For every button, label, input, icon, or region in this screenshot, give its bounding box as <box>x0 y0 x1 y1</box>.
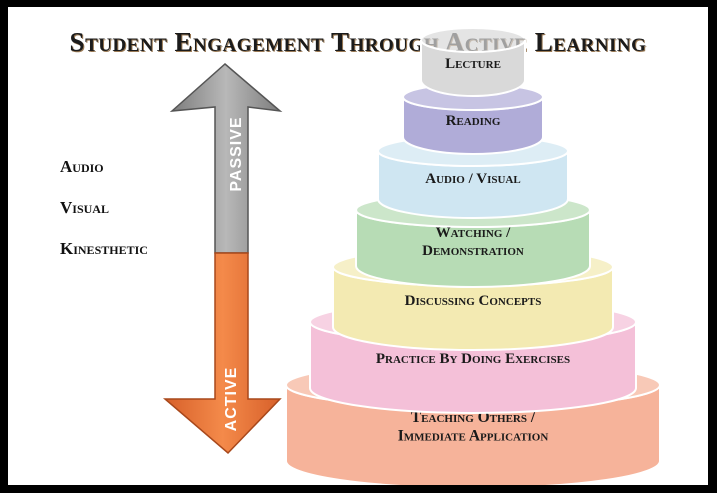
pyramid-layer-label: Watching / <box>436 225 511 241</box>
pyramid-layer-label: Audio / Visual <box>425 171 520 187</box>
pyramid-layer-rim <box>420 27 526 53</box>
pyramid-layer-label: Discussing Concepts <box>405 293 542 309</box>
page-title: Student Engagement Through Active Learni… <box>69 27 647 57</box>
pyramid-layer-label: Demonstration <box>422 243 524 259</box>
passive-label: PASSIVE <box>228 116 245 191</box>
active-arrow-head <box>162 252 282 455</box>
style-label-visual: Visual <box>60 198 109 217</box>
pyramid-layer-1: Lecture <box>420 27 526 97</box>
passive-active-arrow: PASSIVE ACTIVE <box>162 63 283 455</box>
pyramid-layer-label: Immediate Application <box>398 427 549 444</box>
pyramid-layer-label: Practice By Doing Exercises <box>376 351 570 367</box>
diagram-frame: Student Engagement Through Active Learni… <box>8 7 708 485</box>
pyramid-layer-label: Reading <box>446 113 501 129</box>
learning-pyramid: Teaching Others /Immediate ApplicationPr… <box>285 27 661 485</box>
pyramid-layer-label: Lecture <box>445 56 501 72</box>
style-label-kinesthetic: Kinesthetic <box>60 239 148 258</box>
active-label: ACTIVE <box>223 367 240 432</box>
style-label-audio: Audio <box>60 157 104 176</box>
